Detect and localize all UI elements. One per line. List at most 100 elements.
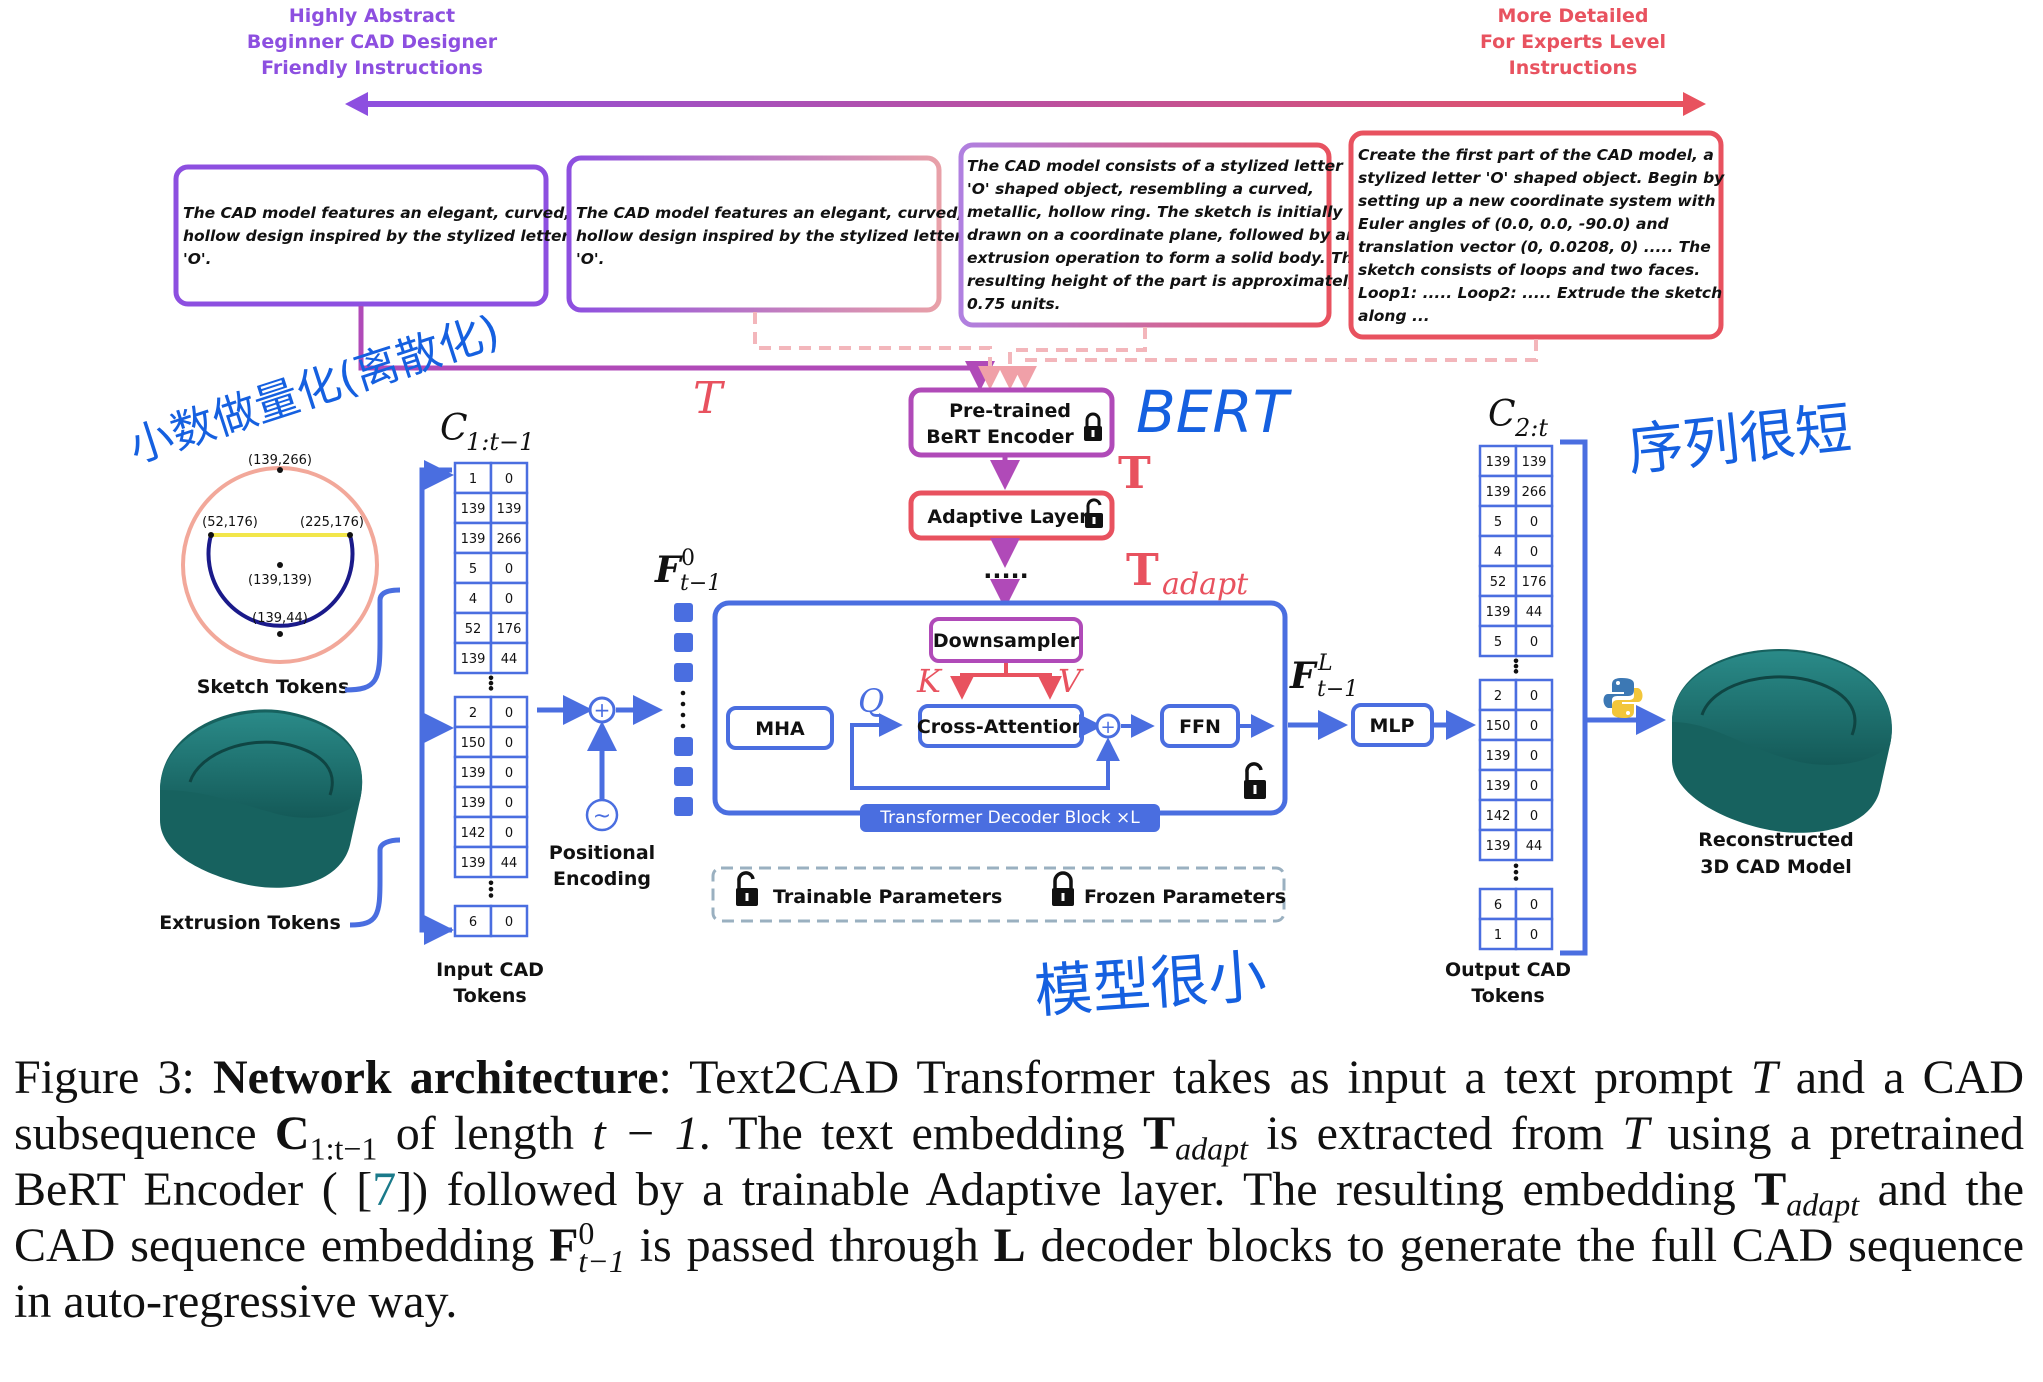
caption-figure-label: Figure 3: — [14, 1051, 195, 1104]
sketch-point-left — [208, 532, 214, 538]
architecture-figure: Highly Abstract Beginner CAD Designer Fr… — [123, 5, 1892, 1026]
sketch-point-label-5: (139,44) — [252, 611, 308, 626]
fl-main: F — [1289, 655, 1318, 697]
output-token-cell-box — [1514, 534, 1554, 568]
caption-title: Network architecture — [212, 1051, 659, 1104]
transformer-decoder-block: Downsampler K V MHA Q Cross-Attention + … — [712, 600, 1288, 832]
output-token-cell: 266 — [1522, 485, 1547, 500]
input-token-cell: 52 — [465, 622, 482, 637]
sine-tilde: ~ — [593, 804, 611, 829]
text-encoder: Pre-trained BeRT Encoder T Adaptive Laye… — [908, 387, 1249, 609]
output-token-cell: 139 — [1522, 455, 1547, 470]
reconstructed-label-line-2: 3D CAD Model — [1700, 856, 1852, 878]
prompt-box-3 — [958, 142, 1332, 328]
caption-text-4: . The text embedding — [698, 1107, 1144, 1160]
output-token-cell: 139 — [1486, 605, 1511, 620]
output-token-cell: 5 — [1494, 515, 1502, 530]
input-token-cell: 0 — [505, 736, 513, 751]
prompt-4-line-7: Loop1: ..... Loop2: ..... Extrude the sk… — [1358, 284, 1722, 302]
input-token-cell: 139 — [461, 502, 486, 517]
extrusion-bracket-line — [349, 837, 401, 928]
input-token-ellipsis-dot — [488, 880, 494, 886]
residual-loop — [850, 723, 1120, 790]
prompt-boxes: The CAD model features an elegant, curve… — [173, 130, 1725, 340]
output-cad-label-line-2: Tokens — [1471, 985, 1544, 1007]
caption-citation-link[interactable]: 7 — [372, 1163, 397, 1216]
mha-label: MHA — [755, 718, 805, 740]
cross-attention-label: Cross-Attention — [917, 716, 1085, 738]
sketch-point-label-2: (52,176) — [202, 515, 258, 530]
input-token-cell: 139 — [461, 856, 486, 871]
sketch-point-label-3: (225,176) — [300, 515, 364, 530]
prompt-3-line-1: The CAD model consists of a stylized let… — [967, 157, 1344, 175]
output-token-cell-box — [1514, 708, 1554, 742]
prompt-2-to-bert-line — [753, 312, 1002, 390]
scale-right-line-2: For Experts Level — [1480, 31, 1666, 53]
reconstructed-top-face — [1672, 651, 1892, 765]
scale-right-line-1: More Detailed — [1498, 5, 1649, 27]
input-cad-label-line-1: Input CAD — [436, 959, 544, 981]
input-token-cell: 0 — [505, 472, 513, 487]
output-token-ellipsis-dot — [1513, 663, 1519, 669]
output-token-ellipsis-dot — [1513, 876, 1519, 881]
output-token-ellipsis-dot — [1513, 869, 1519, 875]
prompt-2-line-2: hollow design inspired by the stylized l… — [576, 227, 963, 245]
output-token-cell: 5 — [1494, 635, 1502, 650]
q-label: Q — [858, 682, 884, 720]
sketch-point-bottom — [277, 631, 283, 637]
caption-text-9: is passed through — [624, 1219, 994, 1272]
output-token-ellipsis-dot — [1513, 669, 1519, 674]
caption-text-6: using a pretrained BeRT Encoder ( [ — [14, 1107, 2025, 1216]
prompt-2-line-3: 'O'. — [576, 250, 605, 268]
legend-frame — [711, 866, 1286, 923]
decoder-block-label: Transformer Decoder Block ×L — [879, 808, 1140, 828]
input-token-cell: 5 — [469, 562, 477, 577]
output-cad-label-line-1: Output CAD — [1445, 959, 1571, 981]
output-token-cell-box — [1514, 917, 1554, 951]
embedding-square — [674, 767, 693, 786]
caption-text-7: ]) followed by a trainable Adaptive laye… — [396, 1163, 1755, 1216]
caption-c: C — [274, 1107, 310, 1160]
input-token-cell: 2 — [469, 706, 477, 721]
output-token-cell-box — [1514, 474, 1554, 508]
t-adapt-subscript: adapt — [1162, 567, 1249, 602]
input-tokens-brace — [419, 467, 452, 933]
input-token-cell: 139 — [461, 766, 486, 781]
sine-wave-icon — [585, 798, 619, 832]
downsampler-label: Downsampler — [933, 630, 1080, 652]
extrusion-top-face — [160, 712, 363, 818]
output-token-cell: 139 — [1486, 485, 1511, 500]
input-token-cell-box — [489, 551, 529, 585]
prompt-3-line-4: drawn on a coordinate plane, followed by… — [967, 226, 1357, 244]
sketch-tokens-label: Sketch Tokens — [197, 676, 350, 698]
bold-t-label: T — [1118, 448, 1151, 499]
positional-label-line-1: Positional — [549, 842, 655, 864]
sketch-diagram: (139,266) (52,176) (225,176) (139,139) (… — [181, 453, 379, 698]
output-token-cell: 52 — [1490, 575, 1507, 590]
embedding-ellipsis-dot — [680, 712, 686, 718]
output-token-cell-box — [1478, 564, 1518, 598]
output-token-cell: 139 — [1486, 779, 1511, 794]
adaptive-layer-label: Adaptive Layer — [927, 506, 1089, 528]
prompt-4-line-6: sketch consists of loops and two faces. — [1358, 261, 1700, 279]
output-token-cell-box — [1514, 738, 1554, 772]
prompt-4-line-8: along ... — [1358, 307, 1430, 325]
f0-main: F — [654, 549, 683, 591]
input-token-ellipsis-dot — [488, 686, 494, 691]
embedding-ellipsis-dot — [680, 690, 686, 696]
prompt-4-line-2: stylized letter 'O' shaped object. Begin… — [1358, 169, 1725, 187]
reconstructed-label-line-1: Reconstructed — [1698, 829, 1853, 851]
abstraction-scale: Highly Abstract Beginner CAD Designer Fr… — [247, 5, 1706, 116]
caption-t-bold: T — [1143, 1107, 1176, 1160]
output-token-cell: 176 — [1522, 575, 1547, 590]
prompt-1-line-1: The CAD model features an elegant, curve… — [183, 204, 570, 222]
sketch-arc — [206, 534, 355, 628]
bert-encoder-box — [908, 387, 1115, 458]
input-token-cell: 0 — [505, 766, 513, 781]
fl-subscript: t−1 — [1317, 677, 1358, 702]
fl-superscript: L — [1317, 651, 1333, 676]
output-token-ellipsis-dot — [1513, 658, 1519, 664]
